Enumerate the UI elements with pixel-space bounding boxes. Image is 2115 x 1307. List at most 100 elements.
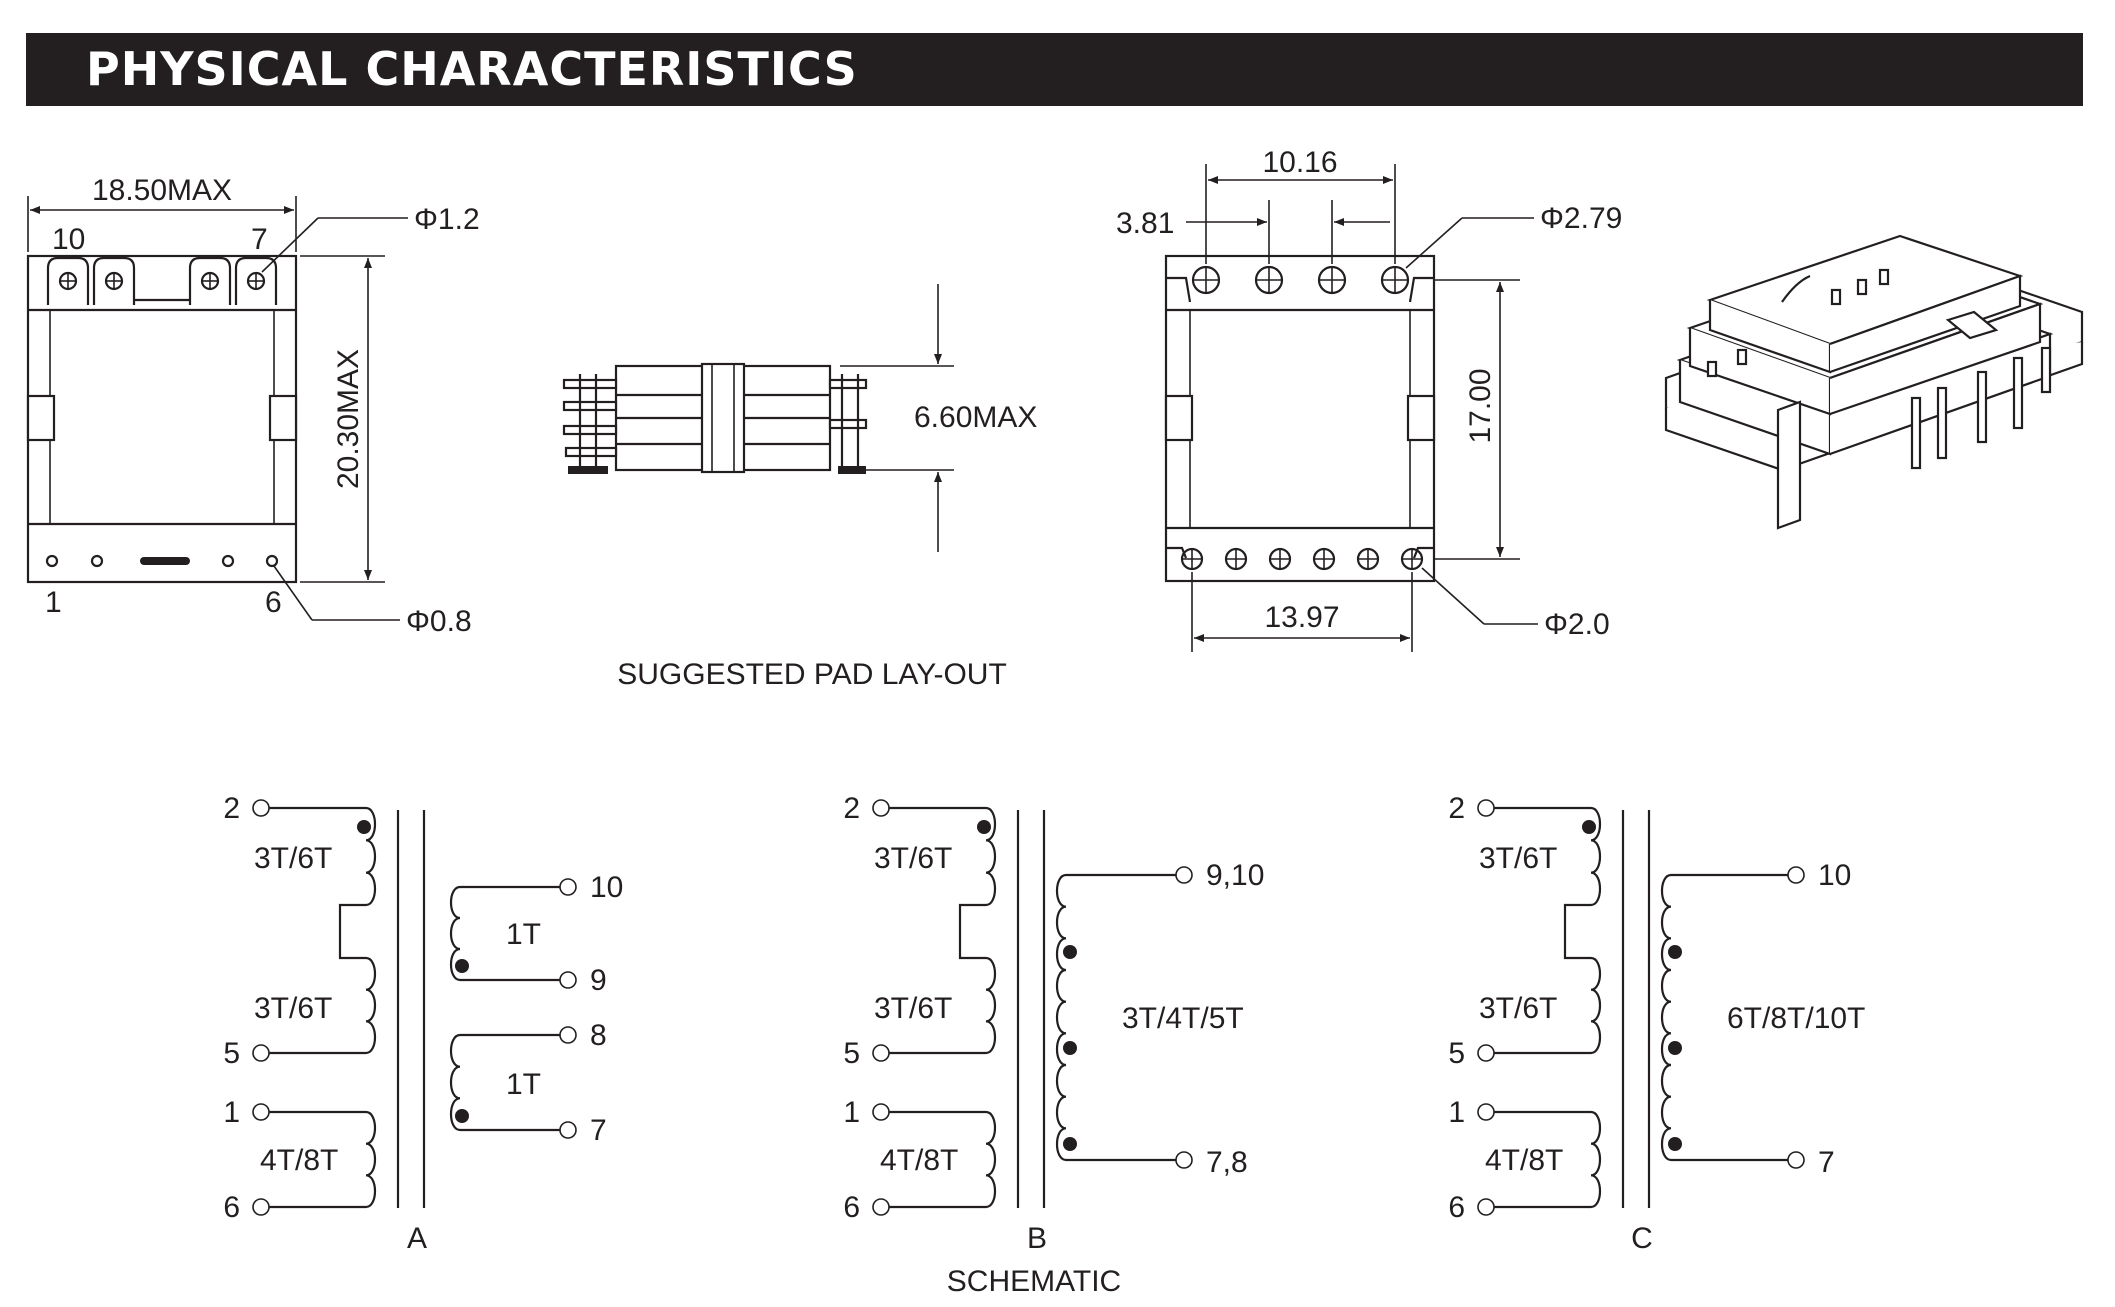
secondary-pin (1175, 1151, 1193, 1169)
top-view: 18.50MAX 20.30MAX 10 7 1 6 Φ1.2 Φ0.8 (26, 174, 480, 638)
secondary-pin (559, 1121, 577, 1139)
secondary-pin (1787, 866, 1805, 884)
secondary-pin (1175, 866, 1193, 884)
secondary-pin-label: 9,10 (1206, 859, 1264, 892)
primary-pin (872, 1044, 890, 1062)
schematic-b: 2 5 1 6 3T/6T 3T/6T 4T/8T B 9,10 7,8 3T/4T/5T (843, 792, 1264, 1255)
primary-pin-label: 5 (1448, 1037, 1465, 1070)
secondary-pin-label: 10 (590, 871, 623, 904)
secondary-pin-label: 9 (590, 964, 607, 997)
primary-pin-label: 2 (1448, 792, 1465, 825)
secondary-pin-label: 8 (590, 1019, 607, 1052)
schematic-label: A (407, 1222, 427, 1255)
secondary-turns-label: 1T (506, 1068, 541, 1101)
pad-small-dia-label: Φ2.0 (1544, 608, 1610, 641)
pad-top-span-label: 10.16 (1262, 146, 1337, 179)
primary-turns-label: 4T/8T (260, 1144, 338, 1177)
side-height-label: 6.60MAX (914, 401, 1037, 434)
polarity-dot (455, 959, 469, 973)
big-pin-dia-label: Φ1.2 (414, 203, 480, 236)
primary-pin (1477, 1044, 1495, 1062)
side-view: 6.60MAX SUGGESTED PAD LAY-OUT (562, 284, 1037, 691)
secondary-pin-label: 7 (590, 1114, 607, 1147)
pin-1-label: 1 (45, 586, 62, 619)
primary-pin (872, 1103, 890, 1121)
polarity-dot (1668, 945, 1682, 959)
top-view-small-pins (45, 554, 279, 568)
primary-turns-label: 3T/6T (254, 842, 332, 875)
secondary-turns-label: 6T/8T/10T (1727, 1002, 1865, 1035)
polarity-dot (1063, 1137, 1077, 1151)
pad-big-dia-label: Φ2.79 (1540, 202, 1622, 235)
schematic-c: 2 5 1 6 3T/6T 3T/6T 4T/8T C 10 7 6T/8T/10T (1448, 792, 1865, 1255)
primary-pin (1477, 1103, 1495, 1121)
small-pin-dia-label: Φ0.8 (406, 605, 472, 638)
primary-pin (872, 799, 890, 817)
pad-vertical-label: 17.00 (1464, 368, 1497, 443)
pad-layout-caption: SUGGESTED PAD LAY-OUT (617, 658, 1007, 691)
primary-turns-label: 3T/6T (1479, 992, 1557, 1025)
schematic-label: C (1631, 1222, 1653, 1255)
pad-bottom-span-label: 13.97 (1264, 601, 1339, 634)
secondary-pin-label: 10 (1818, 859, 1851, 892)
pad-top-offset-label: 3.81 (1116, 207, 1174, 240)
primary-pin (252, 1044, 270, 1062)
primary-turns-label: 3T/6T (254, 992, 332, 1025)
secondary-pin (1787, 1151, 1805, 1169)
secondary-pin-label: 7,8 (1206, 1146, 1248, 1179)
pad-layout-view: 10.16 3.81 Φ2.79 17.00 13.97 Φ2.0 (1116, 146, 1622, 652)
primary-pin-label: 5 (843, 1037, 860, 1070)
schematics: 2 5 1 6 3T/6T 3T/6T 4T/8T A 10 9 8 7 1T 1T 2 5 1 6 3T/6T 3T… (223, 792, 1865, 1255)
primary-pin (252, 1103, 270, 1121)
polarity-dot (1063, 1041, 1077, 1055)
section-header: PHYSICAL CHARACTERISTICS (26, 33, 2083, 106)
primary-turns-label: 4T/8T (1485, 1144, 1563, 1177)
secondary-pin (559, 971, 577, 989)
top-view-large-pins (58, 271, 266, 291)
primary-pin-label: 2 (843, 792, 860, 825)
secondary-turns-label: 1T (506, 918, 541, 951)
polarity-dot (455, 1109, 469, 1123)
pin-6-label: 6 (265, 586, 282, 619)
primary-pin-label: 1 (223, 1096, 240, 1129)
primary-turns-label: 3T/6T (874, 992, 952, 1025)
primary-pin-label: 1 (843, 1096, 860, 1129)
primary-pin (1477, 799, 1495, 817)
primary-pin-label: 5 (223, 1037, 240, 1070)
pin-7-label: 7 (251, 223, 268, 256)
secondary-turns-label: 3T/4T/5T (1122, 1002, 1244, 1035)
primary-turns-label: 3T/6T (874, 842, 952, 875)
primary-pin (1477, 1198, 1495, 1216)
schematic-label: B (1027, 1222, 1047, 1255)
polarity-dot (357, 820, 371, 834)
top-height-label: 20.30MAX (332, 349, 365, 489)
primary-turns-label: 4T/8T (880, 1144, 958, 1177)
secondary-pin (559, 878, 577, 896)
pin-10-label: 10 (52, 223, 85, 256)
pad-small-holes (1180, 547, 1424, 571)
primary-turns-label: 3T/6T (1479, 842, 1557, 875)
polarity-dot (1668, 1137, 1682, 1151)
primary-pin-label: 6 (1448, 1191, 1465, 1224)
polarity-dot (1063, 945, 1077, 959)
primary-pin (252, 1198, 270, 1216)
primary-pin-label: 6 (843, 1191, 860, 1224)
schematic-caption: SCHEMATIC (947, 1265, 1121, 1298)
top-width-label: 18.50MAX (92, 174, 232, 207)
isometric-pins (1706, 268, 2052, 470)
pad-large-holes (1191, 265, 1410, 295)
primary-pin-label: 6 (223, 1191, 240, 1224)
secondary-pin (559, 1026, 577, 1044)
isometric-view (1664, 234, 2084, 530)
polarity-dot (1582, 820, 1596, 834)
primary-pin-label: 1 (1448, 1096, 1465, 1129)
polarity-dot (977, 820, 991, 834)
primary-pin (872, 1198, 890, 1216)
primary-pin (252, 799, 270, 817)
secondary-pin-label: 7 (1818, 1146, 1835, 1179)
schematic-a: 2 5 1 6 3T/6T 3T/6T 4T/8T A 10 9 8 7 1T 1T (223, 792, 623, 1255)
polarity-dot (1668, 1041, 1682, 1055)
primary-pin-label: 2 (223, 792, 240, 825)
section-title: PHYSICAL CHARACTERISTICS (86, 42, 858, 96)
